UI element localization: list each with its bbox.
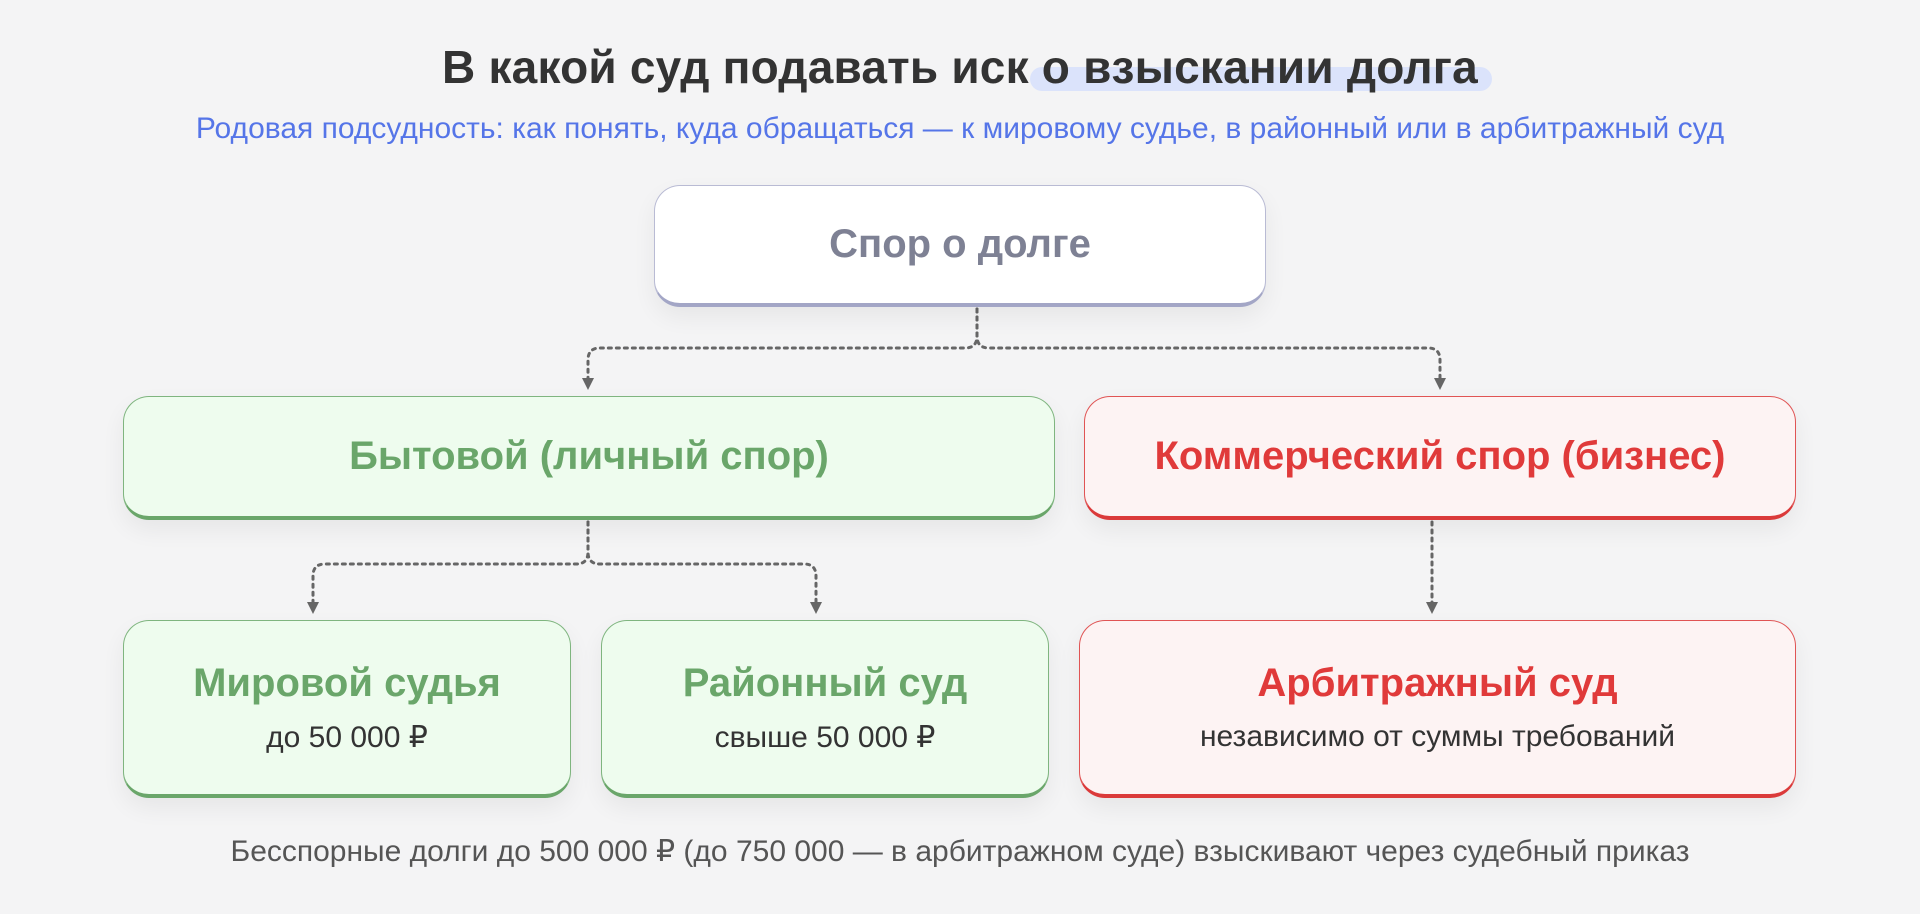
node-magistrate: Мировой судья до 50 000 ₽ [123,620,571,798]
node-arbitration: Арбитражный суд независимо от суммы треб… [1079,620,1796,798]
node-district: Районный суд свыше 50 000 ₽ [601,620,1049,798]
diagram-subtitle: Родовая подсудность: как понять, куда об… [195,112,1725,145]
node-district-label: Районный суд [682,660,968,705]
node-magistrate-label: Мировой судья [193,660,501,705]
node-magistrate-detail: до 50 000 ₽ [266,720,428,754]
node-arbitration-detail: независимо от суммы требований [1199,720,1676,753]
connector-household-district [586,520,822,614]
title-highlight: о взыскании долга [1041,41,1478,93]
connector-household-magistrate [307,520,590,614]
node-root-label: Спор о долге [829,222,1091,266]
node-district-detail: свыше 50 000 ₽ [714,720,936,754]
node-household: Бытовой (личный спор) [123,396,1055,520]
node-arbitration-label: Арбитражный суд [1257,661,1618,705]
connector-root-household [582,307,979,390]
node-household-label: Бытовой (личный спор) [349,434,829,478]
node-commercial-label: Коммерческий спор (бизнес) [1154,434,1726,478]
footer-note: Бесспорные долги до 500 000 ₽ (до 750 00… [230,835,1690,868]
node-commercial: Коммерческий спор (бизнес) [1084,396,1796,520]
node-root: Спор о долге [654,185,1266,307]
connector-root-commercial [975,307,1446,390]
diagram-title: В какой суд подавать иск о взыскании дол… [0,40,1920,94]
title-main: В какой суд подавать иск [442,41,1029,93]
